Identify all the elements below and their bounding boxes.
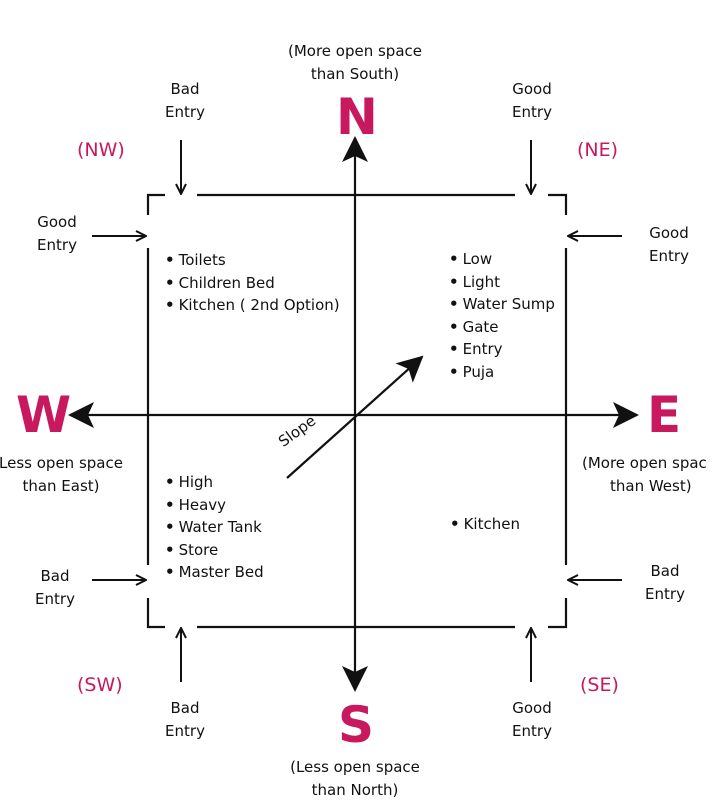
compass-axes xyxy=(68,136,639,692)
corner-label-se: (SE) xyxy=(580,674,619,696)
zone-list-sw: High Heavy Water Tank Store Master Bed xyxy=(165,471,264,584)
zone-item: High xyxy=(165,471,264,494)
zone-item: Low xyxy=(449,248,555,271)
corner-label-nw: (NW) xyxy=(77,139,125,161)
west-label: W xyxy=(16,386,72,444)
zone-item: Kitchen ( 2nd Option) xyxy=(165,294,340,317)
north-label: N xyxy=(336,88,378,146)
corner-label-ne: (NE) xyxy=(577,139,619,161)
south-label: S xyxy=(338,696,375,754)
zone-item: Toilets xyxy=(165,249,340,272)
slope-arrow xyxy=(286,355,424,479)
zone-item: Water Sump xyxy=(449,293,555,316)
east-label: E xyxy=(647,386,682,444)
zone-item: Water Tank xyxy=(165,516,264,539)
zone-item: Light xyxy=(449,271,555,294)
zone-item: Heavy xyxy=(165,494,264,517)
entry-arrows xyxy=(92,140,622,682)
zone-item: Store xyxy=(165,539,264,562)
zone-item: Entry xyxy=(449,338,555,361)
zone-item: Gate xyxy=(449,316,555,339)
corner-label-sw: (SW) xyxy=(77,674,123,696)
zone-list-se: Kitchen xyxy=(450,513,520,536)
zone-list-ne: Low Light Water Sump Gate Entry Puja xyxy=(449,248,555,383)
zone-item: Master Bed xyxy=(165,561,264,584)
zone-item: Kitchen xyxy=(450,513,520,536)
zone-list-nw: Toilets Children Bed Kitchen ( 2nd Optio… xyxy=(165,249,340,317)
zone-item: Children Bed xyxy=(165,272,340,295)
zone-item: Puja xyxy=(449,361,555,384)
